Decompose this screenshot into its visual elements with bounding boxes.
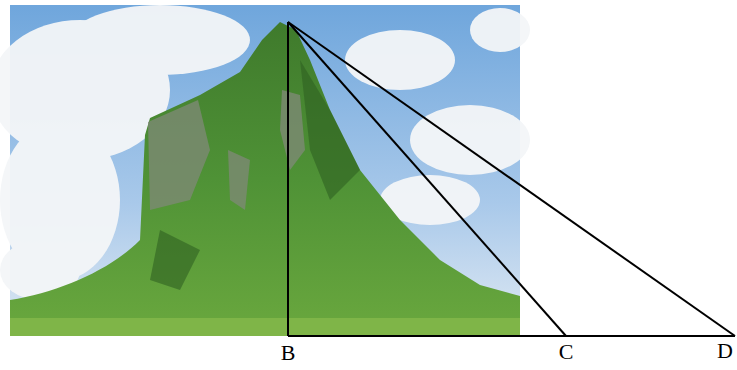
point-label: B [281,342,296,364]
rock-faces [148,90,305,210]
ground [10,318,520,336]
mountain [10,22,520,336]
point-label: C [559,341,574,363]
point-label: D [717,340,733,362]
geometry-lines [288,22,735,336]
shading [150,60,360,290]
